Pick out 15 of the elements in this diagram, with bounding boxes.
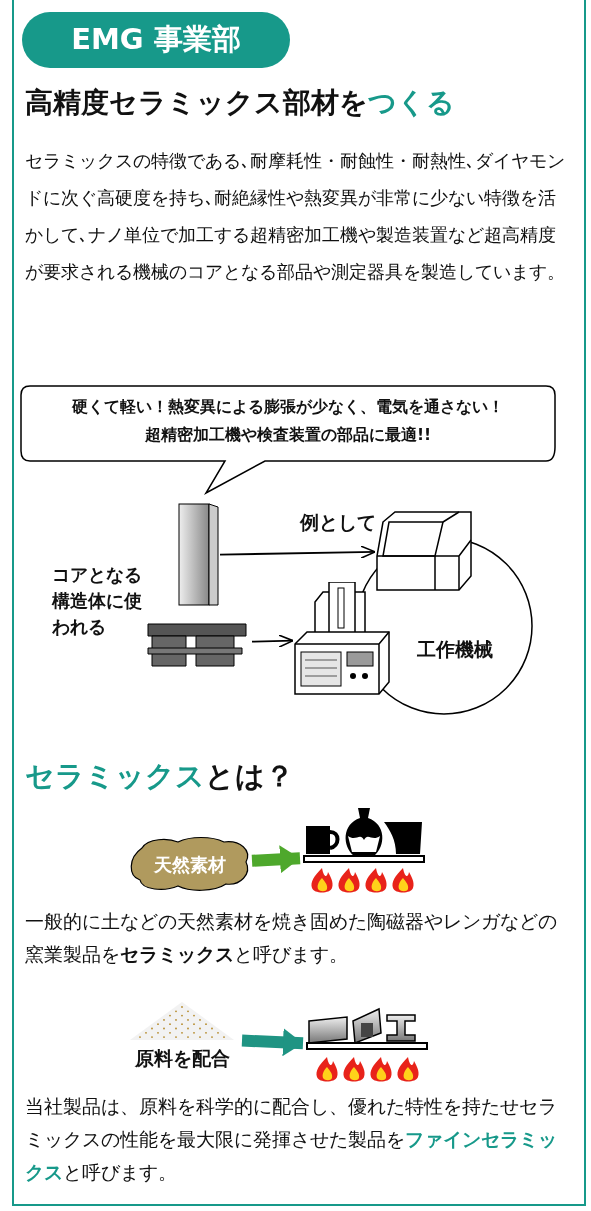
- circle-label: 工作機械: [417, 638, 493, 660]
- arrow: [219, 545, 376, 559]
- fine-ceramics-paragraph: 当社製品は、原料を科学的に配合し、優れた特性を持たせセラミックスの性能を最大限に発揮させた製品をファインセラミックスと呼びます。: [25, 1095, 558, 1185]
- section-heading: セラミックスとは？: [25, 758, 294, 795]
- speech-text: 硬くて軽い！熱変異による膨張が少なく、電気を通さない！超精密加工機や検査装置の部品に最適!!: [72, 398, 504, 444]
- page-title: 高精度セラミックス部材をつくる: [25, 85, 455, 121]
- cloud-label: 天然素材: [154, 852, 226, 877]
- intro-paragraph: セラミックスの特徴である､耐摩耗性・耐蝕性・耐熱性､ダイヤモンドに次ぐ高硬度を持ち､耐絶縁性や熱変異が非常に少ない特徴を活かして､ナノ単位で加工する超精密加工機や製造装置など超高精度が要求される機械のコアとなる部品や測定器具を製造しています。: [25, 150, 566, 284]
- ceramics-paragraph: 一般的に土などの天然素材を焼き固めた陶磁器やレンガなどの窯業製品をセラミックスと呼びます。: [25, 910, 558, 967]
- block-arrow: [251, 845, 301, 874]
- material-label: 原料を配合: [134, 1047, 230, 1069]
- block-arrow: [241, 1028, 304, 1057]
- structure-note: コアとなる構造体に使われる: [52, 563, 143, 639]
- example-label: 例として: [300, 510, 376, 535]
- section-badge: EMG 事業部: [22, 12, 290, 68]
